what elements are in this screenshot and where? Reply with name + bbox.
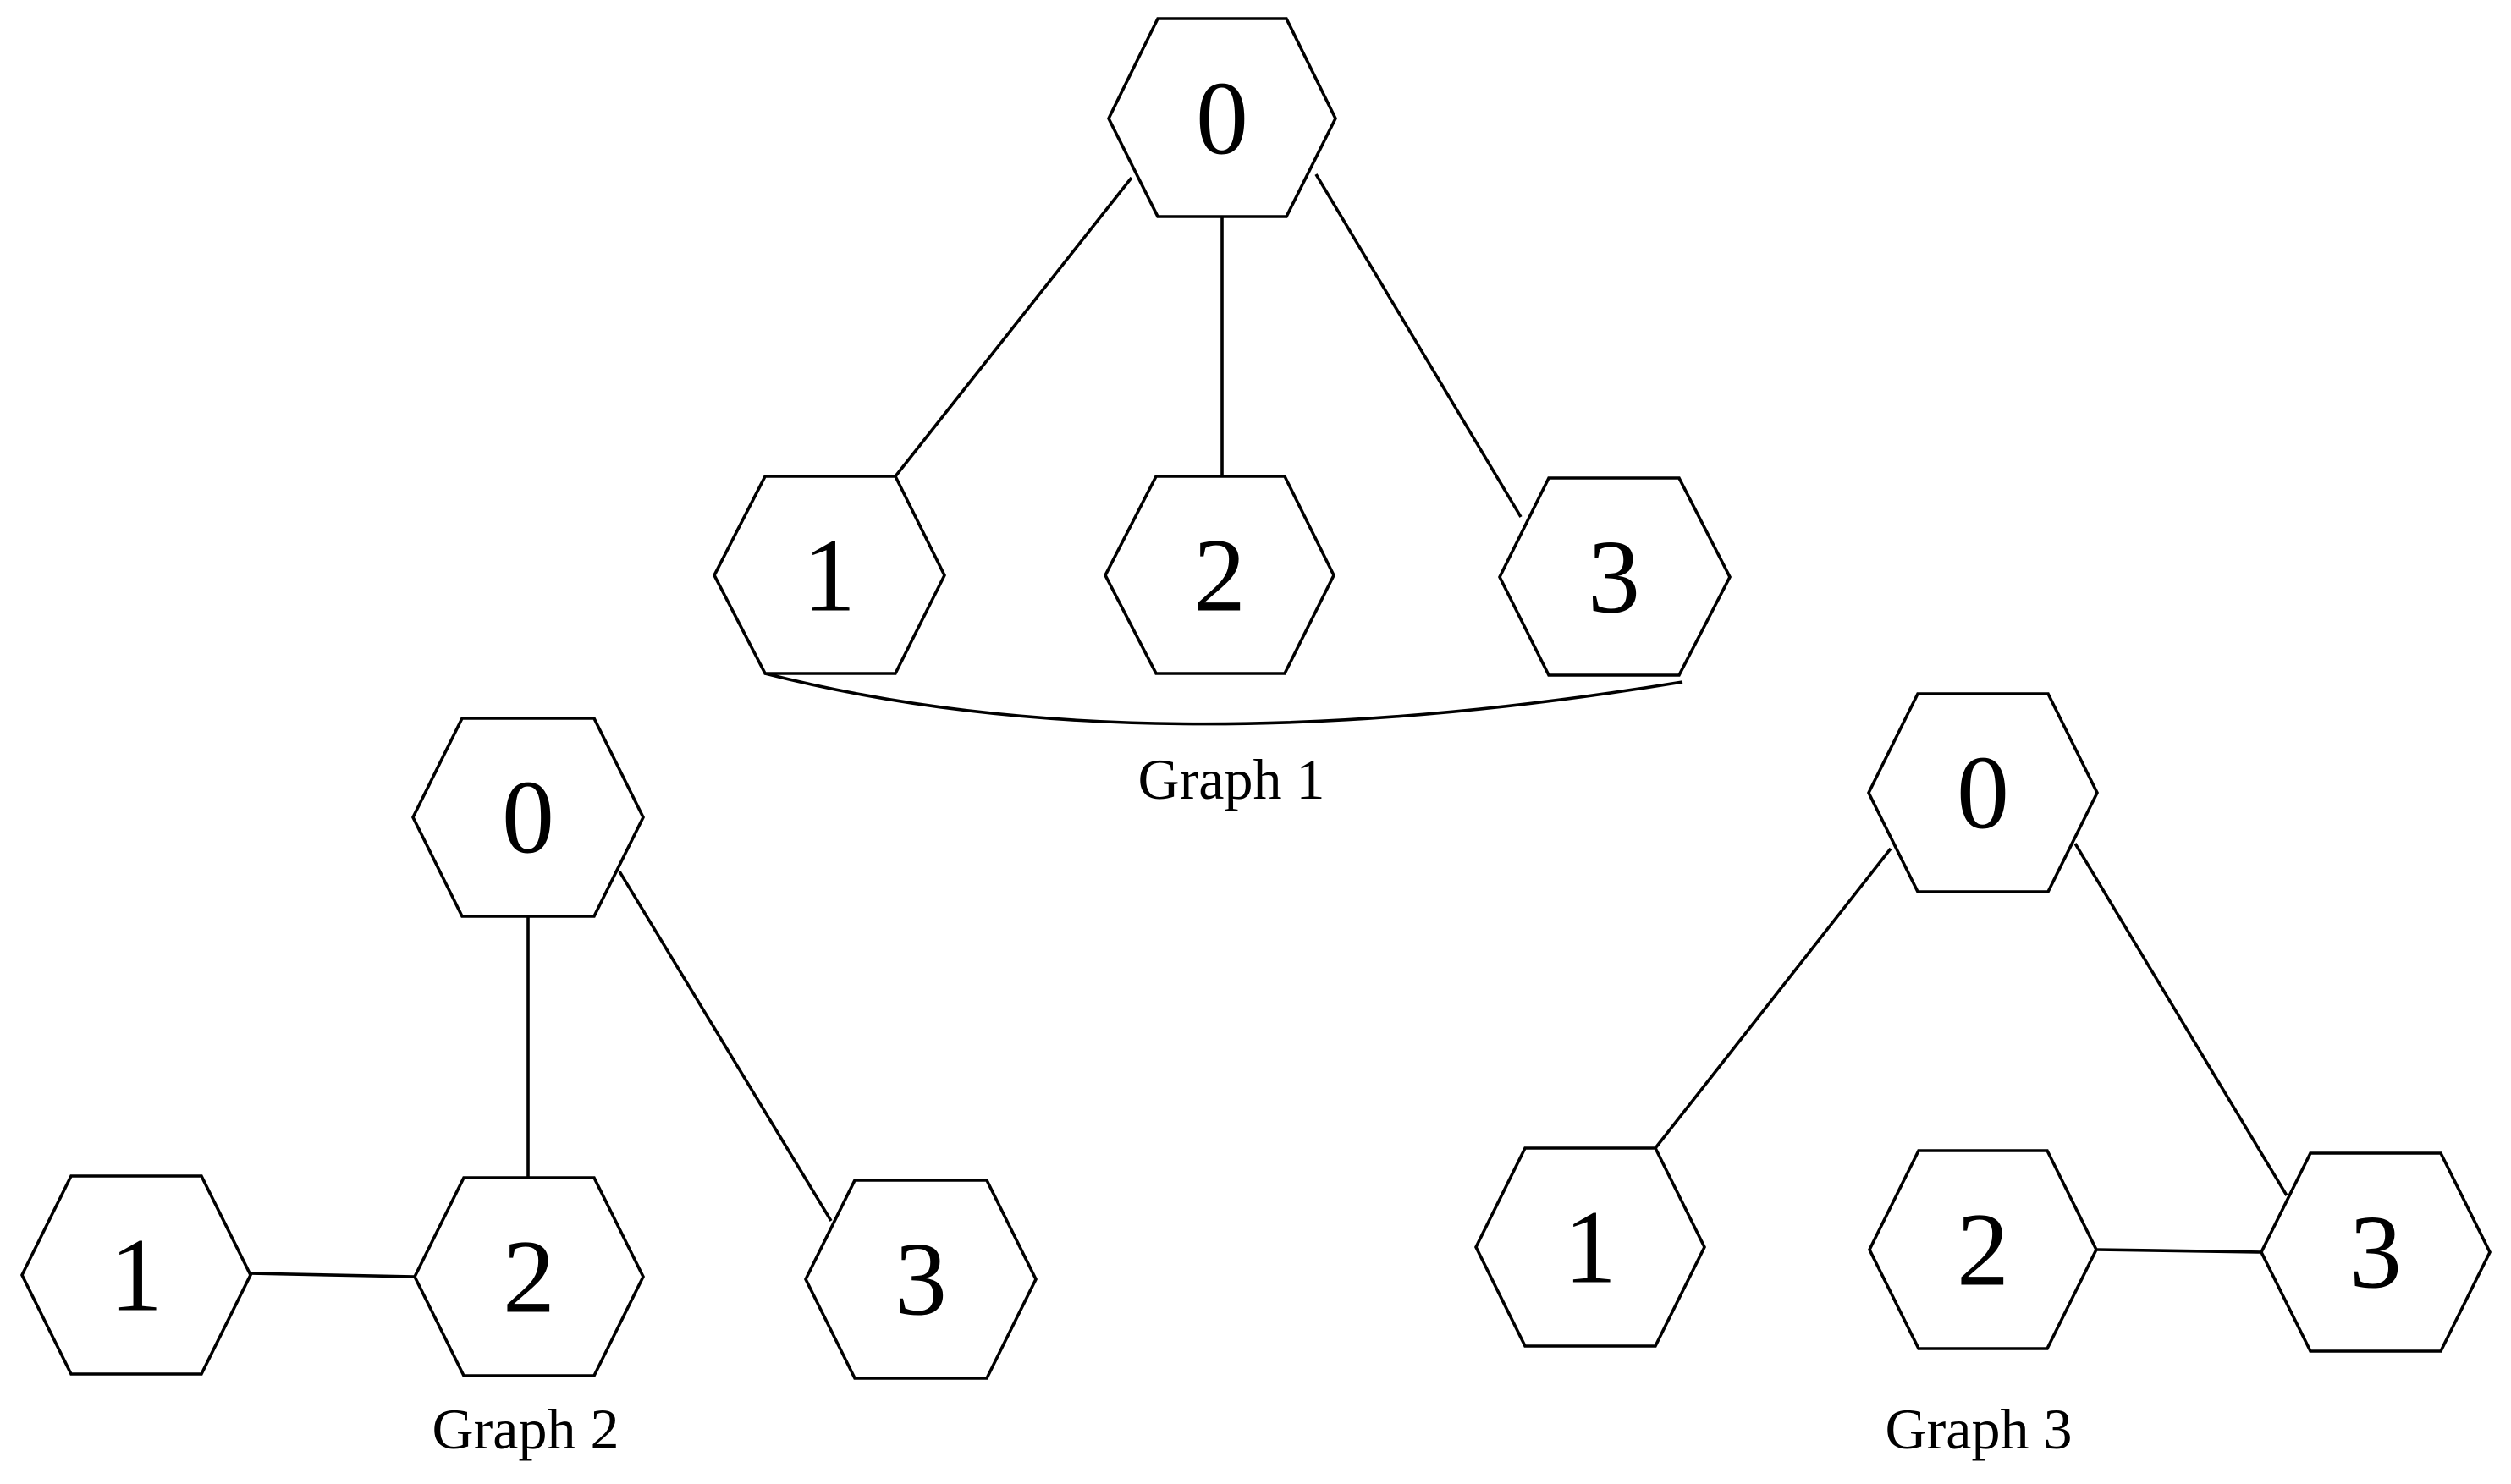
node-hexagon: [1106, 17, 1338, 218]
graph-1-node-0: 0: [1106, 17, 1338, 218]
node-label: 3: [2349, 1195, 2402, 1311]
graph-2-edges: [248, 871, 833, 1278]
node-hexagon: [1867, 1149, 2099, 1350]
node-label: 0: [502, 760, 554, 876]
node-label: 2: [1193, 518, 1246, 634]
graph-1-node-3: 3: [1497, 476, 1732, 677]
graph-1-edges: [764, 173, 1683, 726]
node-label: 3: [1588, 519, 1640, 635]
graph-3-edges: [1654, 843, 2288, 1254]
edge-0-1: [894, 176, 1133, 478]
graph-3-node-1: 1: [1473, 1146, 1707, 1348]
edge-0-3: [2073, 843, 2288, 1196]
edge-0-3: [618, 871, 833, 1222]
graph-3-caption: Graph 3: [1886, 1397, 2073, 1461]
node-hexagon: [410, 717, 646, 918]
node-label: 1: [803, 518, 856, 634]
node-hexagon: [19, 1174, 253, 1376]
graph-3-node-0: 0: [1866, 692, 2100, 893]
node-hexagon: [1497, 476, 1732, 677]
node-hexagon: [1473, 1146, 1707, 1348]
edge-2-3: [2095, 1248, 2262, 1254]
node-label: 3: [895, 1222, 947, 1338]
node-hexagon: [412, 1176, 646, 1377]
graph-2-node-2: 2: [412, 1176, 646, 1377]
graph-2-node-0: 0: [410, 717, 646, 918]
node-hexagon: [1866, 692, 2100, 893]
edge-1-2: [248, 1272, 416, 1278]
node-label: 2: [1957, 1192, 2009, 1308]
edge-0-1: [1654, 847, 1892, 1150]
graph-2-node-1: 1: [19, 1174, 253, 1376]
graph-2-node-3: 3: [803, 1179, 1038, 1380]
node-hexagon: [1103, 475, 1336, 675]
graph-3-node-2: 2: [1867, 1149, 2099, 1350]
node-hexagon: [803, 1179, 1038, 1380]
graph-1-node-1: 1: [712, 475, 947, 675]
node-label: 1: [110, 1217, 162, 1333]
graph-2-caption: Graph 2: [432, 1397, 619, 1461]
graph-3: 0 1 2 3 Graph 3: [1473, 692, 2492, 1461]
edge-1-3: [764, 672, 1683, 726]
node-label: 1: [1564, 1190, 1616, 1305]
node-label: 0: [1196, 61, 1248, 177]
node-label: 0: [1957, 735, 2009, 851]
node-hexagon: [2259, 1151, 2492, 1353]
graph-3-node-3: 3: [2259, 1151, 2492, 1353]
graph-1: 0 1 2 3 Graph 1: [712, 17, 1732, 811]
node-hexagon: [712, 475, 947, 675]
graph-1-node-2: 2: [1103, 475, 1336, 675]
graph-2: 0 1 2 3 Graph 2: [19, 717, 1038, 1461]
node-label: 2: [503, 1219, 555, 1335]
edge-0-3: [1314, 173, 1523, 518]
graph-1-caption: Graph 1: [1138, 747, 1325, 811]
